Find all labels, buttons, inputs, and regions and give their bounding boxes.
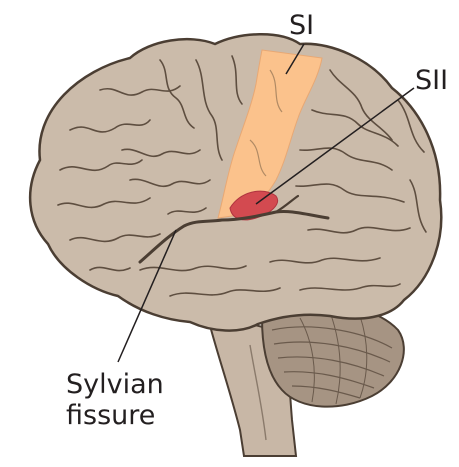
sylvian-label-line1: Sylvian (66, 369, 164, 400)
sylvian-fissure-label: Sylvian fissure (66, 369, 164, 431)
sylvian-label-line2: fissure (66, 400, 164, 431)
si-label: SI (289, 12, 314, 39)
sii-label: SII (415, 67, 448, 94)
cerebellum (262, 304, 404, 407)
